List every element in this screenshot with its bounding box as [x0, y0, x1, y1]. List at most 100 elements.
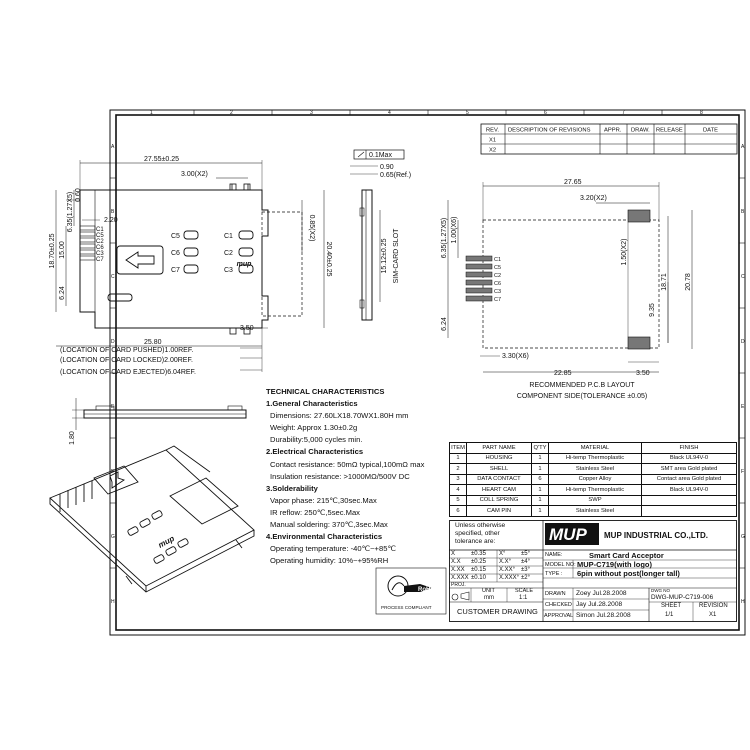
- dim-right-height: 20.40±0.25: [325, 242, 332, 277]
- tol-cell: X°: [499, 551, 506, 557]
- tech-line: Contact resistance: 50mΩ typical,100mΩ m…: [270, 459, 425, 469]
- dim-gap: 0.60: [75, 188, 82, 202]
- contact-label: C5: [96, 233, 104, 239]
- tol-note: specified, other: [455, 530, 500, 537]
- rohs-text: RoHS: [418, 587, 434, 593]
- rohs-logo: [375, 567, 447, 615]
- rev-header: REV.: [486, 128, 499, 134]
- row-marker: H: [111, 599, 115, 605]
- tol-cell: X.XX: [451, 567, 465, 573]
- bom-cell: SWP: [548, 494, 642, 506]
- pad-label: C3: [224, 267, 233, 274]
- col-marker: 1: [150, 110, 153, 116]
- pcb-low: 6.24: [441, 317, 448, 331]
- tol-note: Unless otherwise: [455, 522, 506, 529]
- scale-value: 1:1: [519, 595, 528, 601]
- tech-line: Durability:5,000 cycles min.: [270, 435, 363, 445]
- title-block-grid: [449, 520, 737, 622]
- pcb-contact: C1: [494, 257, 501, 263]
- contact-label: C1: [96, 227, 104, 233]
- tech-line: Dimensions: 27.60LX18.70WX1.80H mm: [270, 411, 409, 421]
- bom-cell: HOUSING: [466, 452, 532, 464]
- tol-cell: ±5°: [521, 551, 531, 557]
- col-marker: 5: [466, 110, 469, 116]
- side-t1: 0.90: [380, 164, 394, 171]
- tech-line: IR reflow: 250℃,5sec.Max: [270, 507, 360, 517]
- top-view-labels: 27.55±0.25 3.00(X2) 2.20 6.35(1.27X5) 0.…: [49, 156, 332, 376]
- technical-characteristics: TECHNICAL CHARACTERISTICS 1.General Char…: [266, 386, 456, 567]
- col-marker: 7: [622, 110, 625, 116]
- approval-label: APPROVAL: [544, 613, 574, 619]
- tol-cell: ±3°: [521, 567, 531, 573]
- company-name: MUP INDUSTRIAL CO.,LTD.: [604, 531, 708, 540]
- bom-cell: 3: [449, 473, 467, 485]
- bom-cell: Stainless Steel: [548, 505, 642, 517]
- type-value: 6pin without post(longer tall): [577, 569, 680, 578]
- pcb-h2: 20.78: [685, 273, 692, 291]
- row-marker: F: [741, 469, 744, 475]
- checked-value: Jay Jul.28.2008: [576, 601, 623, 608]
- revision-value: X1: [709, 612, 717, 618]
- bom-header: FINISH: [641, 442, 737, 454]
- pad-label: C7: [171, 267, 180, 274]
- bom-cell: Black UL94V-0: [641, 452, 737, 464]
- tech-line: Operating temperature: -40℃~+85℃: [270, 544, 396, 554]
- dim-left-stack: 6.35(1.27X5): [67, 192, 74, 232]
- bom-header: MATERIAL: [548, 442, 642, 454]
- col-marker: 3: [310, 110, 313, 116]
- rev-row: X2: [489, 148, 496, 154]
- revision-label: REVISION: [699, 603, 728, 609]
- rev-header: DESCRIPTION OF REVISIONS: [508, 128, 591, 134]
- outer-frame: [109, 109, 746, 636]
- bom-header: Q'TY: [531, 442, 549, 454]
- row-marker: B: [741, 209, 745, 215]
- tech-line: Manual soldering: 370℃,3sec.Max: [270, 520, 388, 530]
- card-ejected: (LOCATION OF CARD EJECTED)6.04REF.: [60, 369, 196, 376]
- col-marker: 4: [388, 110, 391, 116]
- pcb-layout: [447, 182, 693, 373]
- tech-section: 4.Environmental Characteristics: [266, 532, 383, 542]
- bom-cell: 1: [531, 452, 549, 464]
- dim-slot: 0.85(X2): [308, 215, 315, 242]
- bom-cell: Copper Alloy: [548, 473, 642, 485]
- pcb-labels: 27.65 3.20(X2) 6.35(1.27X5) 1.00(X6) 1.5…: [441, 179, 692, 400]
- customer-drawing: CUSTOMER DRAWING: [457, 607, 538, 616]
- dwg-value: DWG-MUP-C719-006: [651, 594, 714, 601]
- pcb-width: 27.65: [564, 179, 582, 186]
- bom-cell: 5: [449, 494, 467, 506]
- pcb-bottom-width: 22.85: [554, 370, 572, 377]
- row-marker: G: [111, 534, 115, 540]
- row-marker: G: [741, 534, 745, 540]
- name-label: NAME:: [545, 552, 563, 558]
- product-name: Smart Card Acceptor: [589, 551, 664, 560]
- dim-pad: 2.20: [104, 217, 118, 224]
- bom-cell: SHELL: [466, 463, 532, 475]
- frame-ticks: [110, 110, 745, 569]
- dim-height-inner: 15.00: [59, 241, 66, 259]
- rohs-sub: PROCESS COMPLIANT: [381, 605, 432, 610]
- type-label: TYPE :: [545, 571, 563, 577]
- bom-cell: Hi-temp Thermoplastic: [548, 484, 642, 496]
- title-block: Unless otherwise specified, other tolera…: [449, 520, 737, 622]
- tech-line: Weight: Approx 1.30±0.2g: [270, 423, 358, 433]
- bom-header: PART NAME: [466, 442, 532, 454]
- contact-label: C7: [96, 257, 104, 263]
- bom-cell: Black UL94V-0: [641, 484, 737, 496]
- pcb-caption: RECOMMENDED P.C.B LAYOUT: [529, 382, 635, 389]
- housing-logo: mup: [237, 261, 253, 268]
- pcb-contact: C3: [494, 289, 501, 295]
- tol-cell: X.X°: [499, 559, 512, 565]
- bom-header: ITEM: [449, 442, 467, 454]
- pcb-contact: C2: [494, 273, 501, 279]
- tol-cell: X.XXX°: [499, 575, 520, 581]
- pcb-pad-w: 1.00(X6): [451, 217, 458, 244]
- pad-label: C2: [224, 250, 233, 257]
- pcb-contact: C5: [494, 265, 501, 271]
- revision-table: REV. DESCRIPTION OF REVISIONS APPR. DRAW…: [480, 123, 738, 155]
- frame-markers: 1 2 3 4 5 6 7 8 A B C D E F G H A B C D …: [111, 110, 745, 605]
